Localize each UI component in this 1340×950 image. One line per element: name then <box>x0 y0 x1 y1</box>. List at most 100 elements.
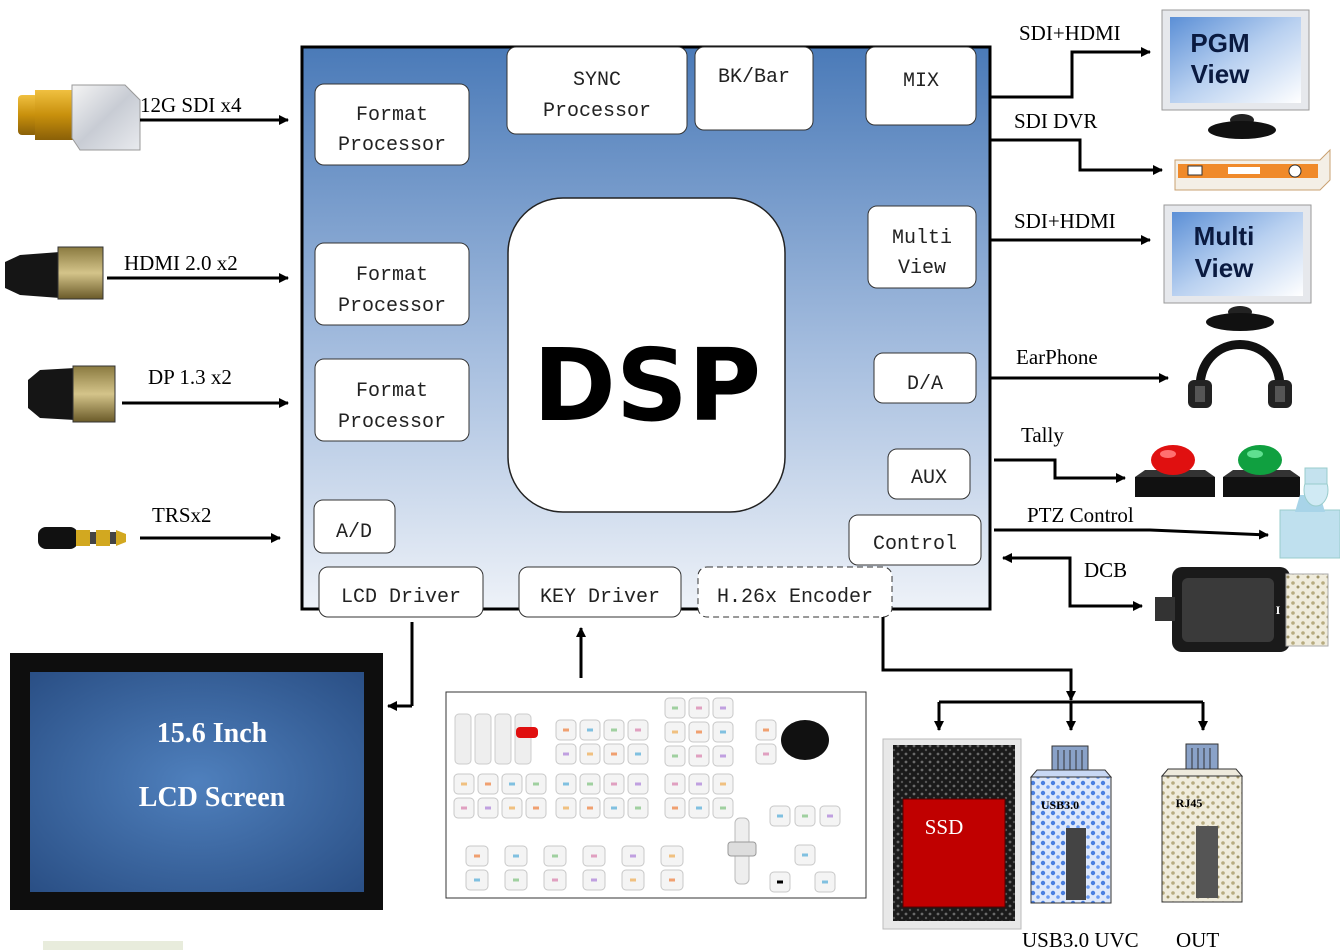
tally-label: Tally <box>1021 423 1064 447</box>
keyboard-key-indicator <box>591 878 597 882</box>
ptz-control-label: PTZ Control <box>1027 503 1134 527</box>
keyboard-key-indicator <box>513 854 519 858</box>
keyboard-key-indicator <box>461 806 467 810</box>
keyboard-key-indicator <box>802 814 808 818</box>
format-processor-1: Format Processor <box>314 83 470 166</box>
keyboard-key-indicator <box>763 752 769 756</box>
keyboard-key-indicator <box>461 782 467 786</box>
svg-text:Format: Format <box>356 264 428 287</box>
keyboard-key-indicator <box>672 706 678 710</box>
keyboard-key-indicator <box>827 814 833 818</box>
trs-jack-icon <box>38 527 126 549</box>
svg-text:USB3.0: USB3.0 <box>1041 798 1079 812</box>
dvr-recorder-icon <box>1174 148 1331 191</box>
svg-text:LCD Screen: LCD Screen <box>139 782 286 813</box>
pgm-output-arrow <box>990 47 1151 99</box>
pgm-signal-label: SDI+HDMI <box>1019 21 1121 45</box>
keyboard-key-indicator <box>563 806 569 810</box>
keyboard-key-indicator <box>587 806 593 810</box>
keyboard-key-indicator <box>672 782 678 786</box>
keyboard-key-indicator <box>563 782 569 786</box>
keyboard-key-indicator <box>563 752 569 756</box>
keyboard-key-indicator <box>533 806 539 810</box>
t-bar-handle <box>727 841 757 857</box>
keyboard-key-indicator <box>611 782 617 786</box>
svg-text:A/D: A/D <box>336 521 372 544</box>
earphone-label: EarPhone <box>1016 345 1098 369</box>
rj45-port-icon: RJ45 <box>1160 743 1244 903</box>
encoder-output-arrow <box>881 617 1076 701</box>
hdmi-input-label: HDMI 2.0 x2 <box>124 251 238 275</box>
keyboard-key-indicator <box>485 806 491 810</box>
pgm-monitor-icon: PGM View <box>1161 9 1310 139</box>
keyboard-key-indicator <box>822 880 828 884</box>
keyboard-key-indicator <box>635 728 641 732</box>
svg-text:View: View <box>898 257 946 280</box>
multiview-monitor-icon: Multi View <box>1163 204 1312 331</box>
tally-red-light-icon <box>1135 445 1215 497</box>
keyboard-key-indicator <box>720 806 726 810</box>
keyboard-key-indicator <box>552 854 558 858</box>
dcb-camera-icon: I <box>1155 567 1329 652</box>
lcd-screen: 15.6 Inch LCD Screen <box>10 653 383 910</box>
dcb-label: DCB <box>1084 558 1127 582</box>
svg-text:PGM: PGM <box>1190 28 1249 58</box>
svg-text:Processor: Processor <box>338 295 446 318</box>
keyboard-key-indicator <box>635 752 641 756</box>
dp-input-label: DP 1.3 x2 <box>148 365 232 389</box>
keyboard-key-indicator <box>696 754 702 758</box>
keyboard-key-indicator <box>777 880 783 884</box>
sync-processor-block: SYNC Processor <box>506 46 688 135</box>
svg-text:Format: Format <box>356 380 428 403</box>
bk-bar-block: BK/Bar <box>694 46 814 131</box>
keyboard-key-indicator <box>696 706 702 710</box>
fader <box>514 713 532 765</box>
keyboard-key-indicator <box>720 782 726 786</box>
keyboard-key-indicator <box>720 730 726 734</box>
svg-text:H.26x Encoder: H.26x Encoder <box>717 586 873 609</box>
keyboard-key-indicator <box>720 754 726 758</box>
sdi-input-label: 12G SDI x4 <box>140 93 242 117</box>
svg-text:Format: Format <box>356 104 428 127</box>
keyboard-key-indicator <box>669 878 675 882</box>
format-processor-3: Format Processor <box>314 358 470 442</box>
svg-text:SSD: SSD <box>925 815 964 839</box>
lcd-stand-base <box>43 941 183 950</box>
hdmi-connector-icon <box>5 246 104 300</box>
keyboard-key-indicator <box>611 728 617 732</box>
lcd-driver-block: LCD Driver <box>318 566 484 618</box>
multiview-signal-label: SDI+HDMI <box>1014 209 1116 233</box>
out-caption: OUT <box>1176 928 1219 950</box>
headphones-icon <box>1188 340 1292 408</box>
tally-output-arrow <box>994 458 1126 483</box>
svg-text:Processor: Processor <box>338 134 446 157</box>
keyboard-key-indicator <box>552 878 558 882</box>
ad-converter-block: A/D <box>313 499 396 554</box>
joystick-knob <box>781 720 829 760</box>
dcb-bidirectional-arrow <box>1002 553 1143 611</box>
svg-text:Processor: Processor <box>543 100 651 123</box>
keyboard-key-indicator <box>672 806 678 810</box>
keyboard-key-indicator <box>635 806 641 810</box>
mix-block: MIX <box>865 46 977 126</box>
fader <box>474 713 492 765</box>
svg-text:RJ45: RJ45 <box>1176 796 1203 810</box>
control-keyboard-panel <box>445 691 867 899</box>
keyboard-key-indicator <box>563 728 569 732</box>
usb-port-icon: USB3.0 <box>1029 745 1113 904</box>
keyboard-key-indicator <box>513 878 519 882</box>
svg-text:Multi: Multi <box>1194 221 1255 251</box>
svg-text:LCD Driver: LCD Driver <box>341 586 461 609</box>
keyboard-key-indicator <box>611 752 617 756</box>
svg-text:MIX: MIX <box>903 70 939 93</box>
fader <box>454 713 472 765</box>
svg-text:AUX: AUX <box>911 467 947 490</box>
svg-text:Control: Control <box>873 533 957 556</box>
aux-block: AUX <box>887 448 971 500</box>
keyboard-key-indicator <box>672 754 678 758</box>
keyboard-key-indicator <box>635 782 641 786</box>
keyboard-key-indicator <box>696 782 702 786</box>
multiview-block: Multi View <box>867 205 977 289</box>
dvr-signal-label: SDI DVR <box>1014 109 1097 133</box>
dp-connector-icon <box>28 365 116 423</box>
